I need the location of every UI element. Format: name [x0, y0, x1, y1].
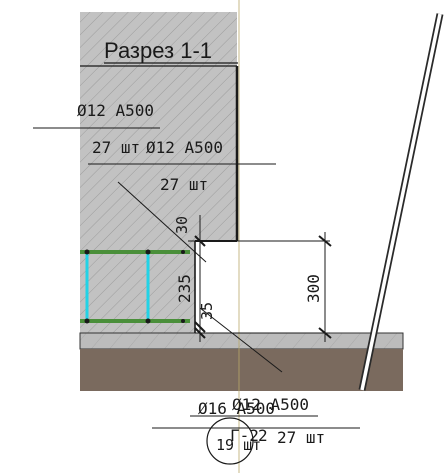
rebar-count-label: 27 шт: [92, 138, 140, 157]
rebar-node: [145, 318, 151, 324]
diagonal-member-inner: [360, 13, 442, 391]
rebar-label: Ø16 A500: [198, 399, 275, 418]
leader-line: [117, 181, 207, 263]
concrete-beam: [80, 241, 195, 333]
dim-tick: [194, 327, 206, 339]
soil-layer: [80, 349, 403, 391]
dim-tick: [194, 321, 206, 333]
section-marker-circle: [206, 417, 254, 465]
rebar-node: [145, 249, 151, 255]
dim-text-beam-height: 235: [175, 274, 194, 303]
rebar-count-label: 19 шт: [216, 436, 261, 454]
rebar-node: [84, 249, 90, 255]
rebar-node: [181, 250, 185, 254]
dim-text-offset: 35: [198, 302, 216, 320]
rebar-label: Ø12 A500: [77, 101, 154, 120]
dim-tick: [318, 327, 332, 339]
rebar-node: [84, 318, 90, 324]
dim-text-slot-height: 300: [304, 274, 323, 303]
leader-line: [199, 307, 283, 373]
concrete-wall: [80, 12, 237, 241]
section-marker-number: 2: [258, 426, 268, 445]
rebar-label: Ø12 A500: [146, 138, 223, 157]
dim-text-top-cover: 30: [173, 216, 191, 234]
rebar-count-label: 27 шт: [277, 428, 325, 447]
dim-tick: [318, 235, 332, 247]
rebar-count-label: 27 шт: [160, 175, 208, 194]
section-marker-overlap: Г-2: [230, 426, 259, 445]
rebar-node: [181, 319, 185, 323]
section-title: Разрез 1-1: [104, 38, 212, 63]
rebar-label: Ø12 A500: [232, 395, 309, 414]
